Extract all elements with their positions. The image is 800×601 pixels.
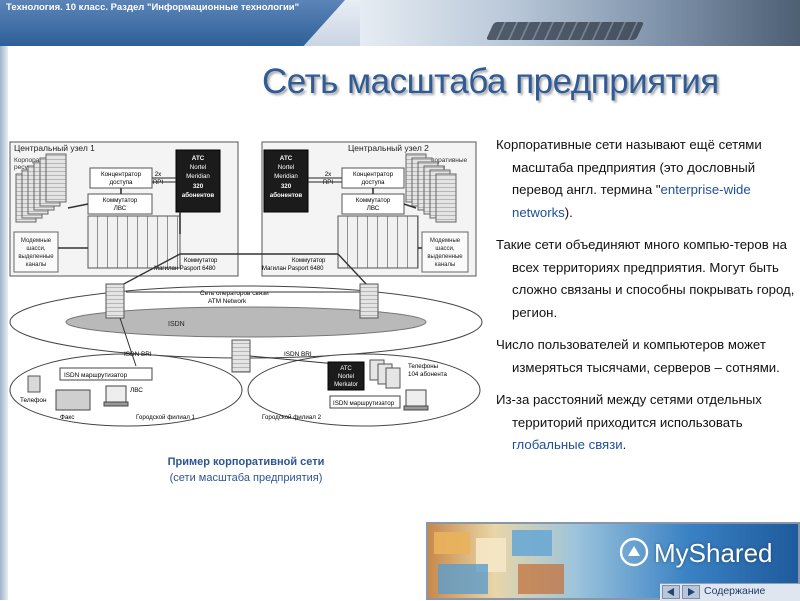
- modem1-l2: шасси,: [26, 246, 46, 252]
- atc2-l5: абонентов: [270, 192, 303, 199]
- myshared-brand: MyShared: [654, 538, 773, 568]
- modem2-l1: Модемные: [430, 238, 461, 244]
- lan-label-1: ЛВС: [130, 387, 143, 394]
- access-hub2-l1: Концентратор: [353, 171, 394, 178]
- node1-title: Центральный узел 1: [14, 143, 95, 153]
- atc2-l3: Meridian: [274, 173, 298, 180]
- atc-merkator-l1: АТС: [340, 366, 352, 372]
- access-hub2-l2: доступа: [362, 179, 385, 186]
- magellan1-l1: Коммутатор: [184, 258, 218, 264]
- central-node-2: Центральный узел 2 Корпоративные ресурсы…: [261, 141, 477, 277]
- wan-servers: [105, 283, 379, 373]
- node2-title: Центральный узел 2: [348, 143, 429, 153]
- atc1-l1: АТС: [192, 155, 205, 162]
- modem1-l4: каналы: [26, 262, 47, 268]
- rpi1-l1: 2x: [155, 171, 162, 178]
- header-photo: [360, 0, 800, 46]
- paragraph-3-text: Число пользователей и компьютеров может …: [496, 337, 780, 375]
- branch-2: ISDN BRI АТС Nortel Merkator Телефоны 10…: [247, 351, 481, 427]
- servers-1: [15, 153, 67, 223]
- modem2-l3: выделенные: [427, 254, 463, 260]
- modem1-l3: выделенные: [18, 254, 54, 260]
- corp-res1-l2: ресурсы: [14, 164, 40, 171]
- magellan2-l2: Магилан Pasport 6480: [262, 266, 324, 272]
- operators-l1: Сеть операторов связи: [200, 290, 269, 297]
- atc1-l5: абонентов: [182, 192, 215, 199]
- text-column: Корпоративные сети называют ещё сетями м…: [496, 134, 796, 467]
- branch1-label: Городской филиал 1: [136, 414, 196, 421]
- wan-network: ISDN Сеть операторов связи ATM Network: [9, 285, 483, 359]
- rpi2-l1: 2x: [325, 171, 332, 178]
- atc-merkator-l3: Merkator: [334, 382, 358, 388]
- isdn-router-2: ISDN маршрутизатор: [333, 400, 395, 407]
- side-strip: [0, 46, 8, 600]
- lan-switch1-l1: Коммутатор: [103, 197, 138, 204]
- access-hub1-l1: Концентратор: [101, 171, 142, 178]
- arrow-right-icon: [688, 588, 695, 596]
- nav-next-button[interactable]: [682, 585, 700, 599]
- paragraph-1-text: Корпоративные сети называют ещё сетями м…: [496, 137, 762, 197]
- operators-l2: ATM Network: [208, 298, 247, 305]
- phones-104-l2: 104 абонента: [408, 371, 448, 378]
- paragraph-4-text: Из-за расстояний между сетями отдельных …: [496, 392, 762, 430]
- paragraph-3: Число пользователей и компьютеров может …: [496, 334, 796, 379]
- diagram-caption: Пример корпоративной сети: [167, 456, 325, 468]
- atc-merkator-l2: Nortel: [338, 374, 354, 380]
- header-band: Технология. 10 класс. Раздел "Информацио…: [0, 0, 800, 46]
- nav-prev-button[interactable]: [662, 585, 680, 599]
- contents-link[interactable]: Содержание: [704, 585, 766, 597]
- magellan2-l1: Коммутатор: [292, 258, 326, 264]
- atc1-l2: Nortel: [190, 164, 207, 171]
- header-label: Технология. 10 класс. Раздел "Информацио…: [6, 2, 300, 13]
- isdn-bri-2: ISDN BRI: [284, 351, 312, 358]
- lan-switch2-l1: Коммутатор: [356, 197, 391, 204]
- atc2-l4: 320: [281, 183, 292, 190]
- modem1-l1: Модемные: [21, 238, 52, 244]
- fax-label-1: Факс: [60, 414, 75, 421]
- atc2-l2: Nortel: [278, 164, 295, 171]
- lan-switch2-l2: ЛВС: [367, 205, 380, 212]
- slide-nav-bar: Содержание: [660, 583, 800, 601]
- isdn-router-1: ISDN маршрутизатор: [64, 372, 128, 379]
- servers-2: [405, 153, 457, 223]
- corp-res2-l1: Корпоративные: [420, 157, 468, 164]
- keyboard-image: [485, 22, 645, 40]
- corp-res1-l1: Корпоративные: [14, 157, 62, 164]
- network-diagram: Центральный узел 1 Корпоративные ресурсы…: [9, 141, 483, 427]
- paragraph-1-end: ).: [564, 204, 573, 220]
- isdn-label: ISDN: [168, 321, 185, 328]
- phones-104-l1: Телефоны: [408, 363, 439, 370]
- modem2-l4: каналы: [435, 262, 456, 268]
- diagram-subcaption: (сети масштаба предприятия): [169, 472, 323, 484]
- modem2-l2: шасси,: [435, 246, 455, 252]
- slide-title: Сеть масштаба предприятия: [262, 62, 719, 101]
- paragraph-4: Из-за расстояний между сетями отдельных …: [496, 389, 796, 457]
- header-blue-area: [0, 0, 345, 46]
- lan-switch1-l2: ЛВС: [114, 205, 127, 212]
- magellan1-l2: Магилан Pasport 6480: [154, 266, 216, 272]
- paragraph-4-end: .: [622, 437, 627, 452]
- branch2-label: Городской филиал 2: [262, 414, 322, 421]
- branch-1: ISDN BRI ISDN маршрутизатор ЛВС Телефон …: [9, 317, 243, 427]
- isdn-bri-1: ISDN BRI: [124, 351, 152, 358]
- arrow-left-icon: [667, 588, 674, 596]
- paragraph-1: Корпоративные сети называют ещё сетями м…: [496, 134, 796, 224]
- paragraph-2: Такие сети объединяют много компью-теров…: [496, 234, 796, 324]
- atc1-l3: Meridian: [186, 173, 210, 180]
- phone-label-1: Телефон: [20, 397, 47, 404]
- access-hub1-l2: доступа: [110, 179, 133, 186]
- paragraph-4-highlight: глобальные связи: [512, 437, 623, 452]
- paragraph-1-highlight: enterprise-wide networks: [512, 182, 751, 220]
- central-node-1: Центральный узел 1 Корпоративные ресурсы…: [9, 141, 239, 277]
- atc1-l4: 320: [193, 183, 204, 190]
- myshared-logo-icon: [619, 537, 649, 567]
- atc2-l1: АТС: [280, 155, 293, 162]
- banner-shapes: [434, 530, 564, 594]
- paragraph-2-text: Такие сети объединяют много компью-теров…: [496, 237, 795, 320]
